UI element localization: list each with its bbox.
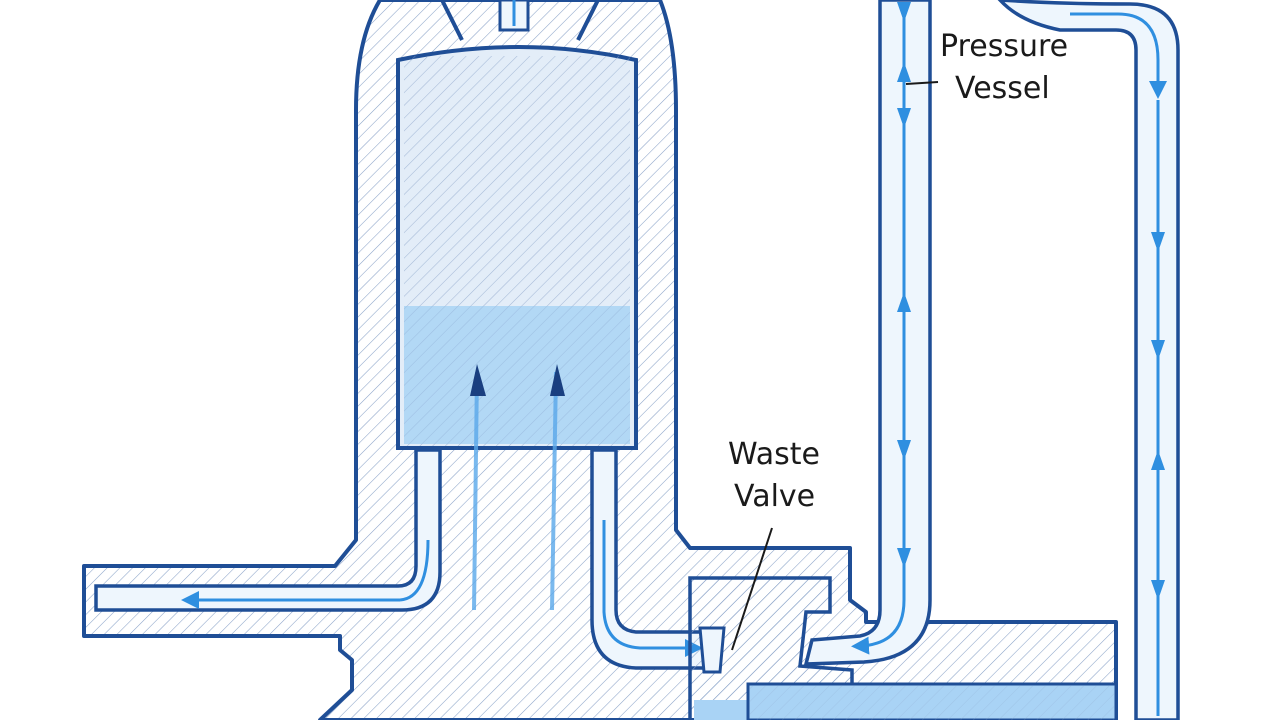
top-nozzle bbox=[440, 0, 600, 41]
waste-valve-label-line2: Valve bbox=[734, 479, 816, 514]
chamber-water-hatch bbox=[404, 306, 630, 444]
delivery-flow-bottom bbox=[851, 599, 906, 655]
waste-valve-gate bbox=[698, 626, 726, 674]
waste-valve-label-line1: Waste bbox=[728, 437, 820, 472]
outer-pipe bbox=[997, 0, 1180, 722]
delivery-arrowhead-6 bbox=[897, 548, 911, 568]
outer-arrowhead-2 bbox=[1151, 340, 1165, 360]
delivery-pipe-vertical bbox=[803, 0, 932, 666]
outer-arrowhead-4 bbox=[1151, 580, 1165, 600]
pressure-vessel-leader bbox=[905, 81, 939, 85]
right-pipe-flow bbox=[602, 520, 703, 657]
delivery-arrowhead-5 bbox=[897, 440, 911, 460]
outer-arrowhead-1 bbox=[1151, 232, 1165, 252]
rising-arrowhead-2 bbox=[550, 364, 565, 396]
delivery-arrowhead-3 bbox=[897, 108, 911, 128]
outer-flow-top bbox=[1070, 12, 1167, 99]
delivery-arrowhead-2 bbox=[897, 62, 911, 82]
left-pipe bbox=[94, 448, 442, 612]
waste-valve-water bbox=[694, 700, 752, 720]
lower-reservoir-hatch bbox=[750, 686, 1114, 720]
rising-flow-arrow-2 bbox=[550, 371, 558, 611]
pressure-vessel-label-line2: Vessel bbox=[955, 71, 1050, 106]
delivery-arrowhead-4 bbox=[897, 292, 911, 312]
waste-valve-leader bbox=[731, 527, 773, 651]
pressure-vessel-label-line1: Pressure bbox=[940, 29, 1069, 64]
delivery-arrowhead-1 bbox=[897, 2, 911, 22]
rising-flow-arrow-1 bbox=[472, 371, 479, 611]
rising-arrowhead-1 bbox=[470, 364, 486, 396]
left-pipe-curve-flow bbox=[399, 539, 430, 602]
outer-arrowhead-3 bbox=[1151, 450, 1165, 470]
